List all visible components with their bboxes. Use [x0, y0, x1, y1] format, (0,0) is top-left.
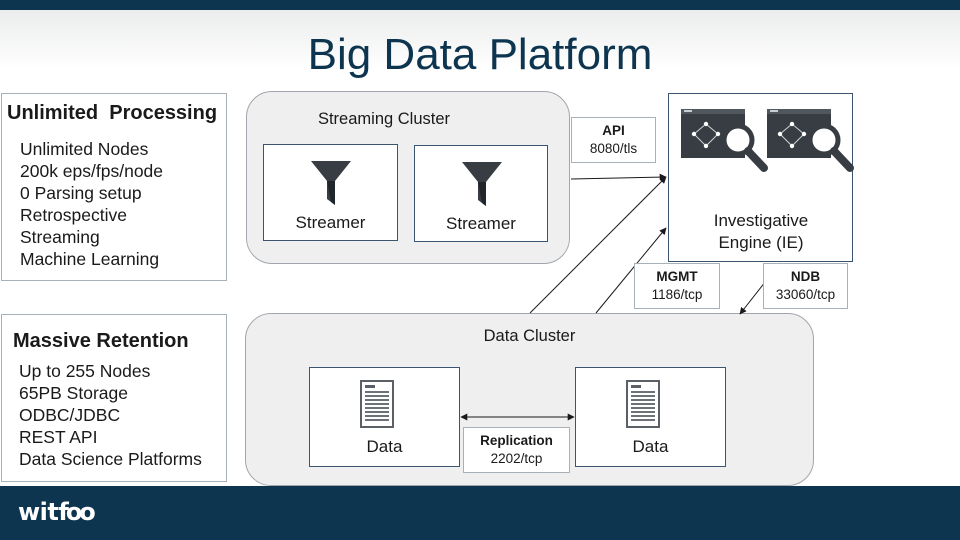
retention-panel-title: Massive Retention [13, 330, 189, 352]
list-item: Up to 255 Nodes [19, 361, 151, 381]
list-item: 200k eps/fps/node [20, 161, 164, 181]
ndb-port: 33060/tcp [775, 287, 836, 302]
footer-bar [0, 486, 960, 540]
replication-name: Replication [480, 433, 553, 448]
data-label: Data [366, 437, 403, 456]
list-item: 65PB Storage [19, 383, 128, 403]
mgmt-name: MGMT [656, 269, 698, 284]
logo-text-end: foo [58, 498, 95, 526]
api-name: API [602, 123, 625, 138]
list-item: Data Science Platforms [19, 449, 202, 469]
top-bar [0, 0, 960, 10]
document-icon [626, 380, 660, 428]
streaming-cluster-label: Streaming Cluster [317, 110, 451, 128]
streamer-label: Streamer [295, 213, 366, 232]
mgmt-port: 1186/tcp [651, 287, 703, 302]
replication-port: 2202/tcp [490, 451, 543, 466]
mgmt-connection-label: MGMT 1186/tcp [634, 263, 720, 309]
list-item: Retrospective [20, 205, 127, 225]
api-connection-label: API 8080/tls [571, 117, 656, 163]
processing-list: Unlimited Nodes 200k eps/fps/node 0 Pars… [20, 138, 163, 270]
ndb-name: NDB [790, 269, 821, 284]
list-item: Streaming [20, 227, 100, 247]
api-port: 8080/tls [589, 141, 638, 156]
replication-connection-label: Replication 2202/tcp [463, 427, 570, 473]
retention-list: Up to 255 Nodes 65PB Storage ODBC/JDBC R… [19, 360, 202, 470]
ie-label-line1: Investigative [713, 211, 809, 230]
list-item: Machine Learning [20, 249, 160, 269]
data-node: Data [575, 367, 726, 467]
api-arrow [570, 173, 667, 181]
data-to-ie-arrow [529, 176, 667, 314]
magnifier-graph-icon [681, 109, 768, 172]
document-icon [360, 380, 394, 428]
funnel-icon [311, 161, 351, 205]
streamer-label: Streamer [446, 214, 516, 233]
list-item: REST API [19, 427, 98, 447]
processing-panel: Unlimited Processing Unlimited Nodes 200… [1, 93, 227, 281]
logo-text-start: wit [18, 498, 59, 526]
ie-label: Investigative Engine (IE) [669, 210, 853, 254]
streamer-node: Streamer [263, 144, 398, 241]
ie-label-line2: Engine (IE) [718, 233, 804, 252]
investigative-engine [668, 93, 854, 262]
funnel-icon [462, 162, 502, 206]
list-item: 0 Parsing setup [20, 183, 142, 203]
page-title: Big Data Platform [307, 30, 653, 79]
data-node: Data [309, 367, 460, 467]
streamer-node: Streamer [414, 145, 548, 242]
list-item: ODBC/JDBC [19, 405, 121, 425]
data-cluster-label: Data Cluster [483, 327, 576, 345]
mgmt-arrow [595, 227, 667, 314]
witfoo-logo: witfoo [18, 498, 96, 526]
ndb-connection-label: NDB 33060/tcp [763, 263, 848, 309]
magnifier-graph-icon [767, 109, 854, 172]
retention-panel: Massive Retention Up to 255 Nodes 65PB S… [1, 314, 227, 482]
list-item: Unlimited Nodes [20, 139, 149, 159]
data-label: Data [632, 437, 669, 456]
processing-panel-title: Unlimited Processing [7, 102, 218, 124]
